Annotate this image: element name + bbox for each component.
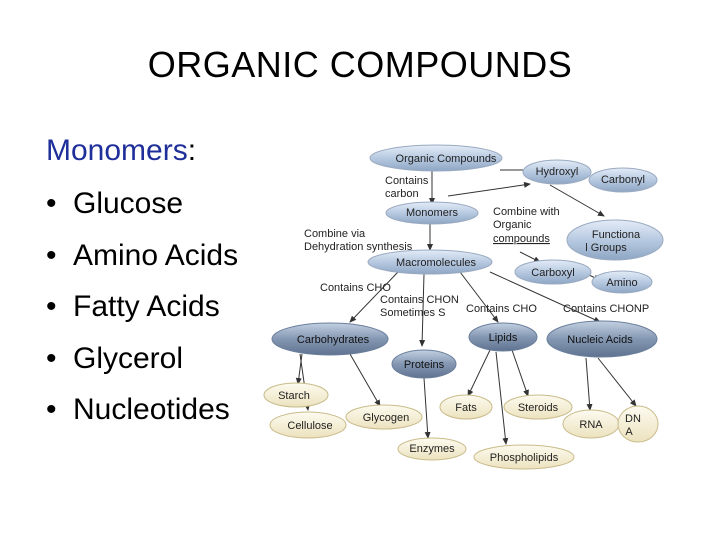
monomer-amino-acids: Amino Acids: [73, 238, 239, 272]
node-carboxyl-label: Carboxyl: [531, 267, 574, 279]
link-label: Contains CHONP: [563, 303, 649, 315]
node-steroids: Steroids: [503, 394, 573, 420]
node-monomers-label: Monomers: [406, 207, 458, 219]
connector: [519, 251, 541, 263]
monomers-heading-text: Monomers: [46, 134, 188, 167]
node-functional-groups-label-1: Functiona: [592, 229, 641, 241]
node-enzymes-label: Enzymes: [409, 443, 455, 455]
monomers-heading-colon: :: [187, 134, 197, 167]
node-lipids-label: Lipids: [489, 332, 518, 344]
link-label: Sometimes S: [380, 307, 445, 319]
node-nucleic-acids: Nucleic Acids: [546, 320, 658, 358]
node-phospholipids-label: Phospholipids: [490, 452, 559, 464]
node-glycogen-label: Glycogen: [363, 412, 409, 424]
link-label: carbon: [385, 188, 419, 200]
node-rna-label: RNA: [579, 419, 603, 431]
node-macromolecules: Macromolecules: [367, 249, 493, 275]
link-label: Contains CHON: [380, 294, 459, 306]
node-proteins-label: Proteins: [404, 359, 445, 371]
node-macromolecules-label: Macromolecules: [396, 257, 477, 269]
connector: [467, 349, 491, 397]
node-dna-label-2: A: [625, 426, 633, 438]
node-carbohydrates-label: Carbohydrates: [297, 334, 370, 346]
node-amino-label: Amino: [606, 277, 637, 289]
node-organic-compounds-label: Organic Compounds: [396, 153, 497, 165]
link-label: compounds: [493, 233, 550, 245]
bullet-icon: •: [46, 187, 57, 220]
node-rna: RNA: [562, 409, 620, 439]
list-item: • Fatty Acids: [46, 287, 238, 339]
node-cellulose: Cellulose: [269, 411, 347, 439]
node-cellulose-label: Cellulose: [287, 420, 332, 432]
node-carbonyl-label: Carbonyl: [601, 174, 645, 186]
connector: [597, 357, 637, 407]
node-dna-label-1: DN: [625, 413, 641, 425]
bullet-icon: •: [46, 393, 57, 426]
link-label: Combine via: [304, 228, 366, 240]
link-label: Contains: [385, 175, 429, 187]
node-phospholipids: Phospholipids: [473, 444, 575, 470]
node-functional-groups: Functiona l Groups: [566, 219, 664, 261]
monomer-glucose: Glucose: [73, 187, 184, 220]
node-carbonyl: Carbonyl: [588, 167, 658, 193]
bullet-icon: •: [46, 341, 57, 375]
link-labels: Contains carbon Combine with Organic com…: [304, 175, 649, 319]
node-lipids: Lipids: [468, 322, 538, 352]
node-dna: DN A: [617, 405, 659, 443]
list-item: • Nucleotides: [46, 390, 238, 442]
list-item: • Glucose: [46, 184, 238, 236]
monomer-glycerol: Glycerol: [73, 341, 184, 375]
node-proteins: Proteins: [391, 349, 457, 379]
link-label: Dehydration synthesis: [304, 241, 413, 253]
connector: [495, 351, 509, 445]
link-label: Combine with: [493, 206, 560, 218]
link-label: Contains CHO: [466, 303, 537, 315]
connector: [349, 271, 399, 323]
node-fats-label: Fats: [455, 402, 477, 414]
slide-title: ORGANIC COMPOUNDS: [147, 44, 573, 85]
connector: [295, 353, 303, 385]
list-item: • Amino Acids: [46, 236, 238, 288]
monomer-list: • Glucose • Amino Acids • Fatty Acids • Glyc…: [46, 184, 238, 442]
monomer-fatty-acids: Fatty Acids: [73, 290, 220, 323]
node-nucleic-acids-label: Nucleic Acids: [567, 334, 633, 346]
node-amino: Amino: [591, 270, 653, 294]
monomer-nucleotides: Nucleotides: [73, 393, 230, 426]
node-hydroxyl-label: Hydroxyl: [536, 166, 579, 178]
connector: [349, 353, 381, 407]
connector: [549, 184, 605, 217]
node-starch: Starch: [263, 382, 329, 408]
connector: [419, 273, 426, 347]
connector: [511, 349, 529, 397]
connector: [459, 271, 499, 323]
node-glycogen: Glycogen: [345, 404, 423, 430]
list-item: • Glycerol: [46, 339, 238, 391]
node-functional-groups-label-2: l Groups: [585, 242, 627, 254]
node-organic-compounds: Organic Compounds: [369, 144, 503, 172]
node-steroids-label: Steroids: [518, 402, 559, 414]
bullet-icon: •: [46, 238, 57, 272]
connector: [423, 377, 431, 439]
node-hydroxyl: Hydroxyl: [522, 159, 592, 185]
node-monomers: Monomers: [385, 201, 479, 225]
connector: [489, 271, 601, 323]
connector: [447, 181, 531, 197]
connector: [585, 357, 593, 411]
node-starch-label: Starch: [278, 390, 310, 402]
monomers-heading: Monomers:: [46, 134, 196, 168]
link-label: Organic: [493, 219, 532, 231]
node-enzymes: Enzymes: [397, 437, 467, 461]
node-carbohydrates: Carbohydrates: [271, 322, 389, 356]
link-label: Contains CHO: [320, 282, 391, 294]
bullet-icon: •: [46, 290, 57, 323]
node-carboxyl: Carboxyl: [514, 259, 592, 285]
node-fats: Fats: [439, 394, 493, 420]
